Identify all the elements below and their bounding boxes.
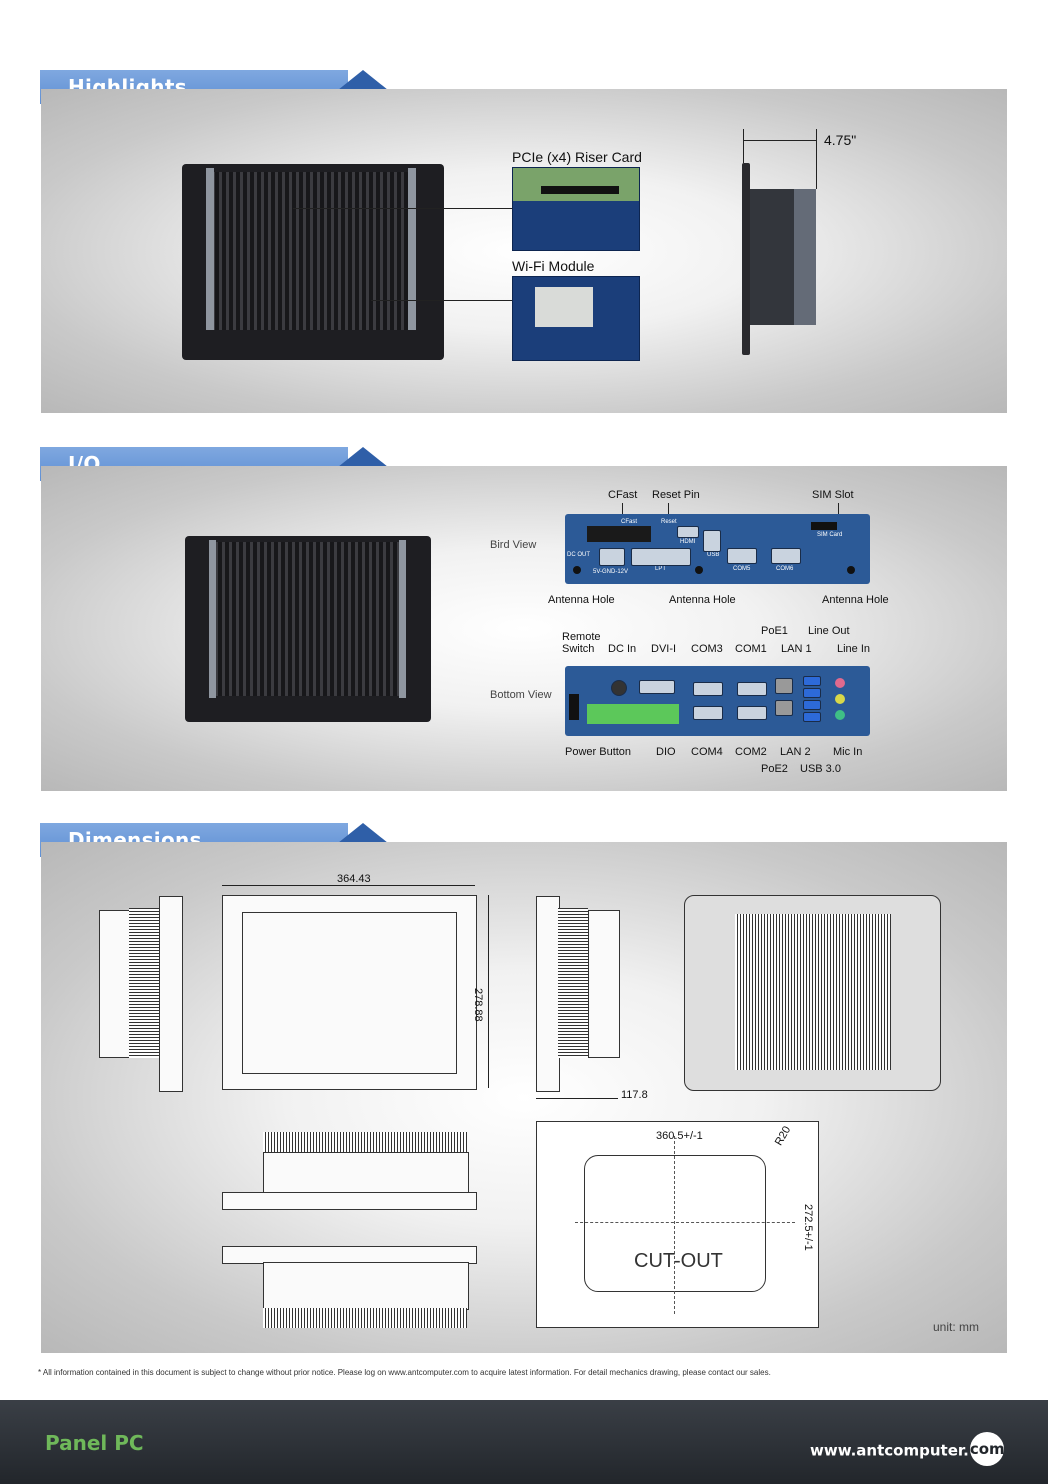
lan2-port (775, 700, 793, 716)
url-prefix: www.antcomputer. (810, 1441, 969, 1460)
device-side-image (742, 163, 750, 355)
poe1-label: PoE1 (761, 625, 788, 637)
side-view-drawing (99, 910, 131, 1058)
lan1-label: LAN 1 (781, 643, 812, 655)
dio-label: DIO (656, 746, 676, 758)
lan2-label: LAN 2 (780, 746, 811, 758)
com5-port (727, 548, 757, 564)
depth-arrow (744, 140, 817, 141)
hdmi-port (677, 526, 699, 538)
device-rear-image (185, 536, 431, 722)
wifi-module-label: Wi-Fi Module (512, 258, 595, 274)
antenna-hole-label: Antenna Hole (822, 594, 889, 606)
sim-slot (811, 522, 837, 530)
antenna-hole-label: Antenna Hole (669, 594, 736, 606)
com4-label: COM4 (691, 746, 723, 758)
line-in-jack (835, 694, 845, 704)
device-rear-image (182, 164, 444, 360)
usb30-label: USB 3.0 (800, 763, 841, 775)
poe2-label: PoE2 (761, 763, 788, 775)
depth-dimension: 117.8 (621, 1089, 648, 1101)
depth-label: 4.75" (824, 132, 857, 148)
rear-view-drawing (684, 895, 941, 1091)
line-in-label: Line In (837, 643, 871, 655)
usb30-port (803, 676, 821, 686)
usb-port (703, 530, 721, 552)
com1-port (737, 682, 767, 696)
cutout-height: 272.5+/-1 (802, 1204, 814, 1251)
bottom-io-drawing (263, 1262, 469, 1310)
disclaimer-text: * All information contained in this docu… (38, 1368, 771, 1377)
com2-label: COM2 (735, 746, 767, 758)
line-out-label: Line Out (808, 625, 850, 637)
bottom-view-board (565, 666, 870, 736)
mic-in-jack (835, 710, 845, 720)
cfast-slot (587, 526, 651, 542)
footer: Panel PC www.antcomputer.com (0, 1400, 1048, 1484)
riser-card-image (512, 167, 640, 251)
heatsink (215, 542, 401, 696)
bottom-view-label: Bottom View (490, 689, 552, 701)
com1-label: COM1 (735, 643, 767, 655)
mic-in-label: Mic In (833, 746, 863, 758)
remote-switch-label-2: Switch (562, 643, 595, 655)
front-view-drawing (222, 895, 477, 1090)
usb30-port (803, 688, 821, 698)
heatsink-drawing (735, 914, 891, 1070)
website-url[interactable]: www.antcomputer.com (810, 1432, 1005, 1468)
com3-label: COM3 (691, 643, 723, 655)
dvi-port (639, 680, 675, 694)
unit-label: unit: mm (933, 1320, 980, 1334)
lpt-port (631, 548, 691, 566)
sim-slot-label: SIM Slot (812, 489, 854, 501)
io-panel: Bird View Bottom View CFast Reset Pin SI… (41, 466, 1007, 791)
power-out-port (599, 548, 625, 566)
antenna-hole-label: Antenna Hole (548, 594, 615, 606)
lan1-port (775, 678, 793, 694)
url-suffix-badge: com (969, 1432, 1005, 1466)
com3-port (693, 682, 723, 696)
reset-pin-label: Reset Pin (652, 489, 700, 501)
side-view-drawing (536, 896, 560, 1092)
product-name: Panel PC (45, 1431, 144, 1455)
bird-view-label: Bird View (490, 539, 537, 551)
cutout-label: CUT-OUT (634, 1250, 723, 1272)
height-dimension: 278.88 (472, 988, 484, 1022)
com4-port (693, 706, 723, 720)
com2-port (737, 706, 767, 720)
dvi-i-label: DVI-I (651, 643, 677, 655)
dio-terminal (587, 704, 679, 724)
usb30-port (803, 712, 821, 722)
heatsink (212, 172, 410, 330)
display-area (242, 912, 457, 1074)
wifi-module-image (512, 276, 640, 361)
bird-view-board: CFast Reset HDMI USB COM5 COM6 LPT DC OU… (565, 514, 870, 584)
cfast-label: CFast (608, 489, 638, 501)
width-dimension: 364.43 (337, 873, 371, 885)
usb30-port (803, 700, 821, 710)
dimensions-panel: 364.43 278.88 117.8 360.5+/-1 R20 272.5+… (41, 842, 1007, 1353)
highlights-panel: PCIe (x4) Riser Card Wi-Fi Module 4.75" (41, 89, 1007, 413)
dc-in-port (611, 680, 627, 696)
com6-port (771, 548, 801, 564)
line-out-jack (835, 678, 845, 688)
cutout-outline (584, 1155, 766, 1292)
cutout-drawing: 360.5+/-1 R20 272.5+/-1 CUT-OUT (536, 1121, 819, 1328)
cutout-width: 360.5+/-1 (656, 1130, 703, 1142)
dc-in-label: DC In (608, 643, 637, 655)
top-io-drawing (263, 1152, 469, 1194)
power-button-label: Power Button (565, 746, 632, 758)
riser-card-label: PCIe (x4) Riser Card (512, 149, 642, 165)
remote-switch-label: Remote (562, 631, 601, 643)
power-button (569, 694, 579, 720)
cutout-radius: R20 (772, 1124, 794, 1148)
